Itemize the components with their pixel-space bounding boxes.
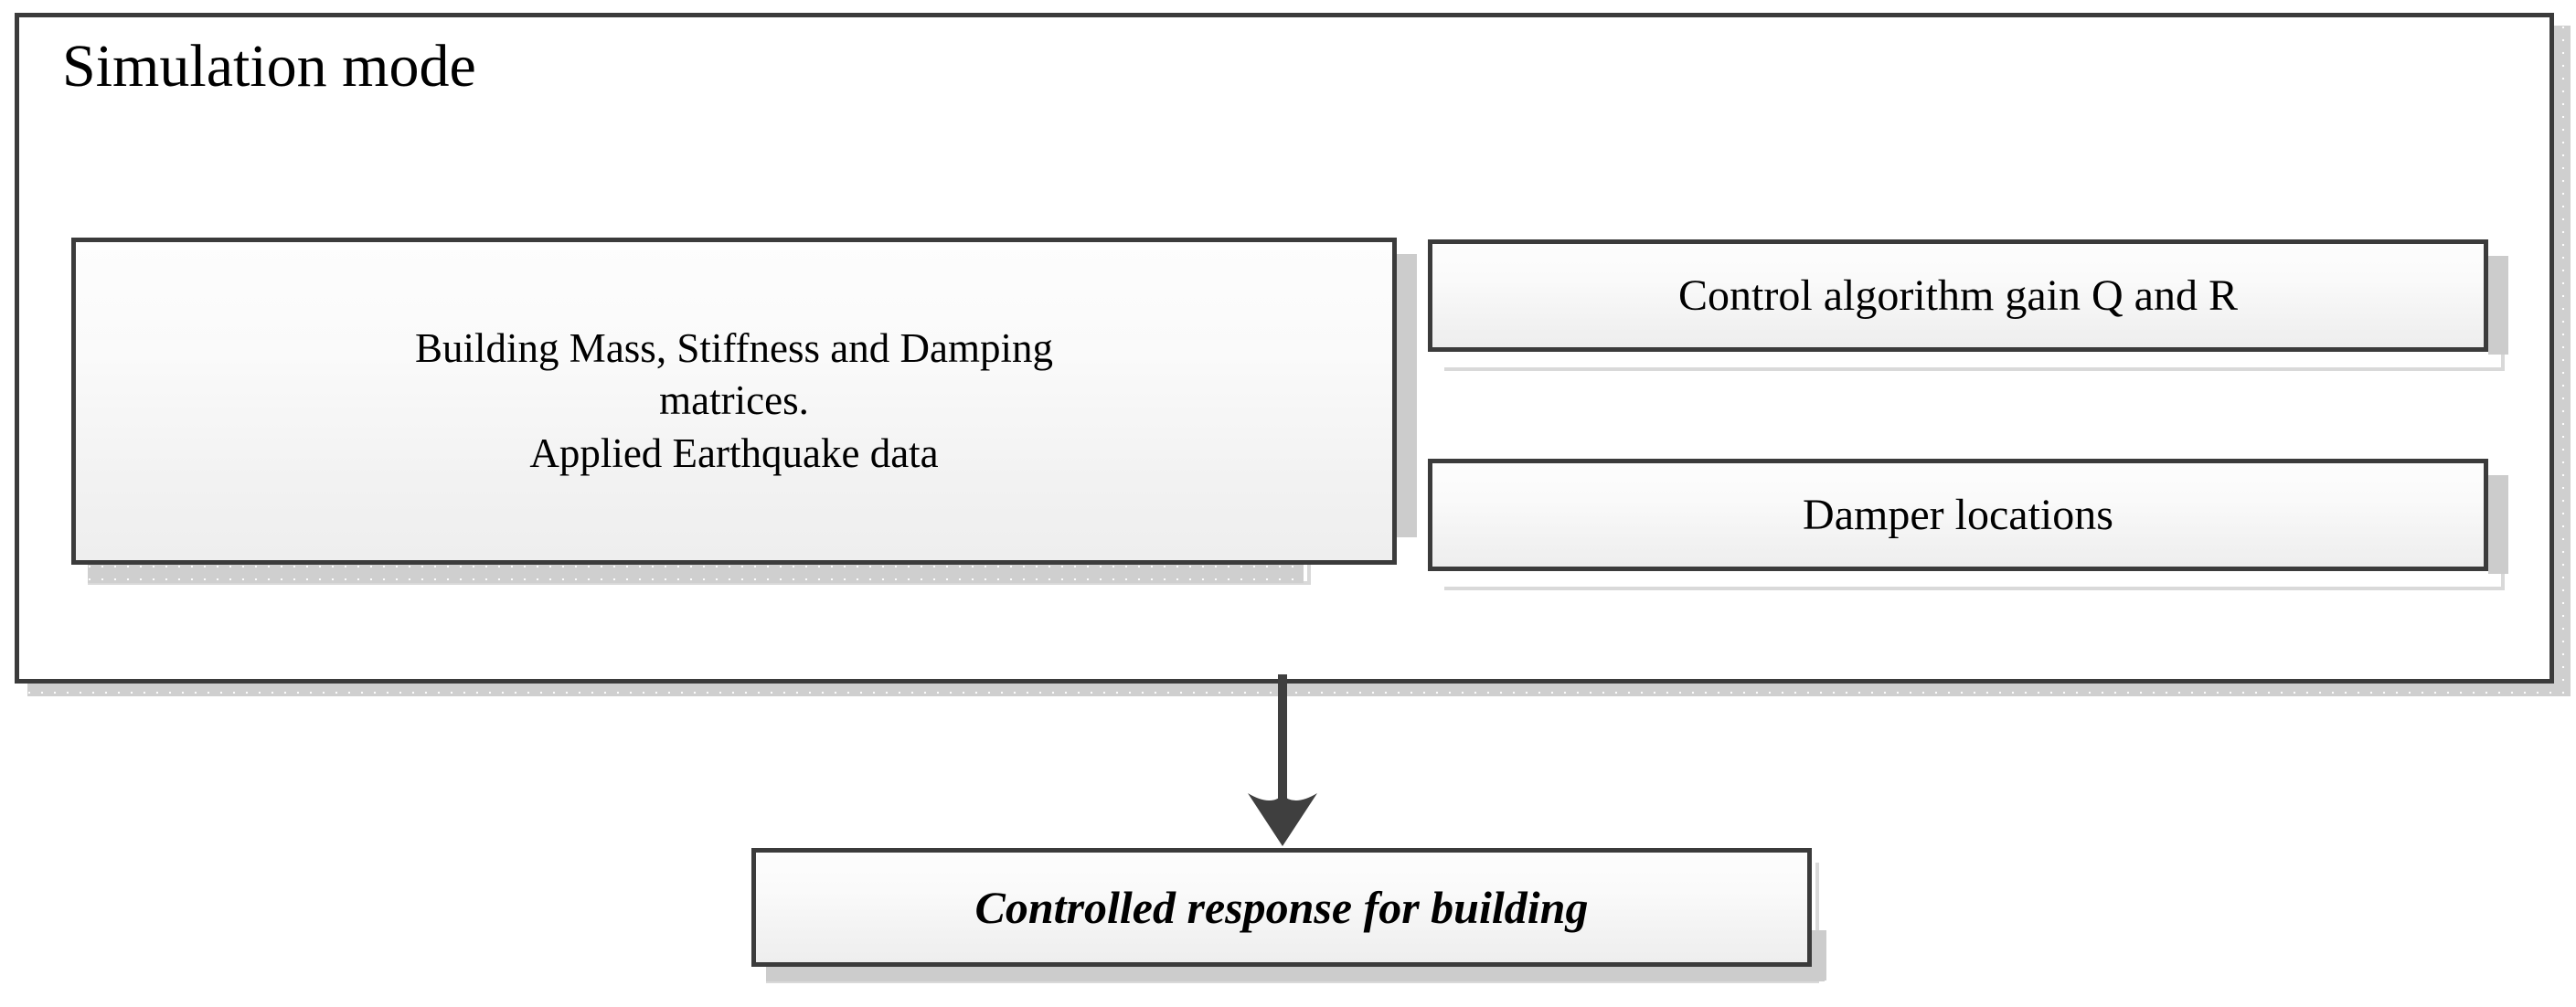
building-parameters-line-2: matrices. bbox=[659, 377, 809, 424]
building-parameters-label: Building Mass, Stiffness and Damping matr… bbox=[76, 323, 1392, 481]
controlled-response-label: Controlled response for building bbox=[974, 882, 1589, 933]
controlled-response-box-shadow-bottom bbox=[766, 967, 1825, 981]
down-arrow-icon bbox=[1248, 674, 1317, 846]
controlled-response-box-hairline-shadow bbox=[766, 863, 1819, 983]
building-parameters-line-3: Applied Earthquake data bbox=[529, 429, 939, 476]
building-box-shadow-right bbox=[1397, 254, 1417, 537]
damper-locations-box[interactable]: Damper locations bbox=[1428, 459, 2488, 571]
control-gain-label: Control algorithm gain Q and R bbox=[1678, 271, 2238, 320]
page-title: Simulation mode bbox=[62, 33, 476, 100]
building-parameters-line-1: Building Mass, Stiffness and Damping bbox=[415, 324, 1053, 371]
damper-locations-box-shadow bbox=[2488, 475, 2508, 574]
control-gain-box-shadow bbox=[2488, 256, 2508, 355]
building-box-shadow-bottom bbox=[88, 565, 1304, 583]
controlled-response-box[interactable]: Controlled response for building bbox=[751, 848, 1812, 967]
building-parameters-box[interactable]: Building Mass, Stiffness and Damping matr… bbox=[71, 238, 1397, 565]
damper-locations-label: Damper locations bbox=[1803, 491, 2113, 539]
control-gain-box[interactable]: Control algorithm gain Q and R bbox=[1428, 239, 2488, 352]
